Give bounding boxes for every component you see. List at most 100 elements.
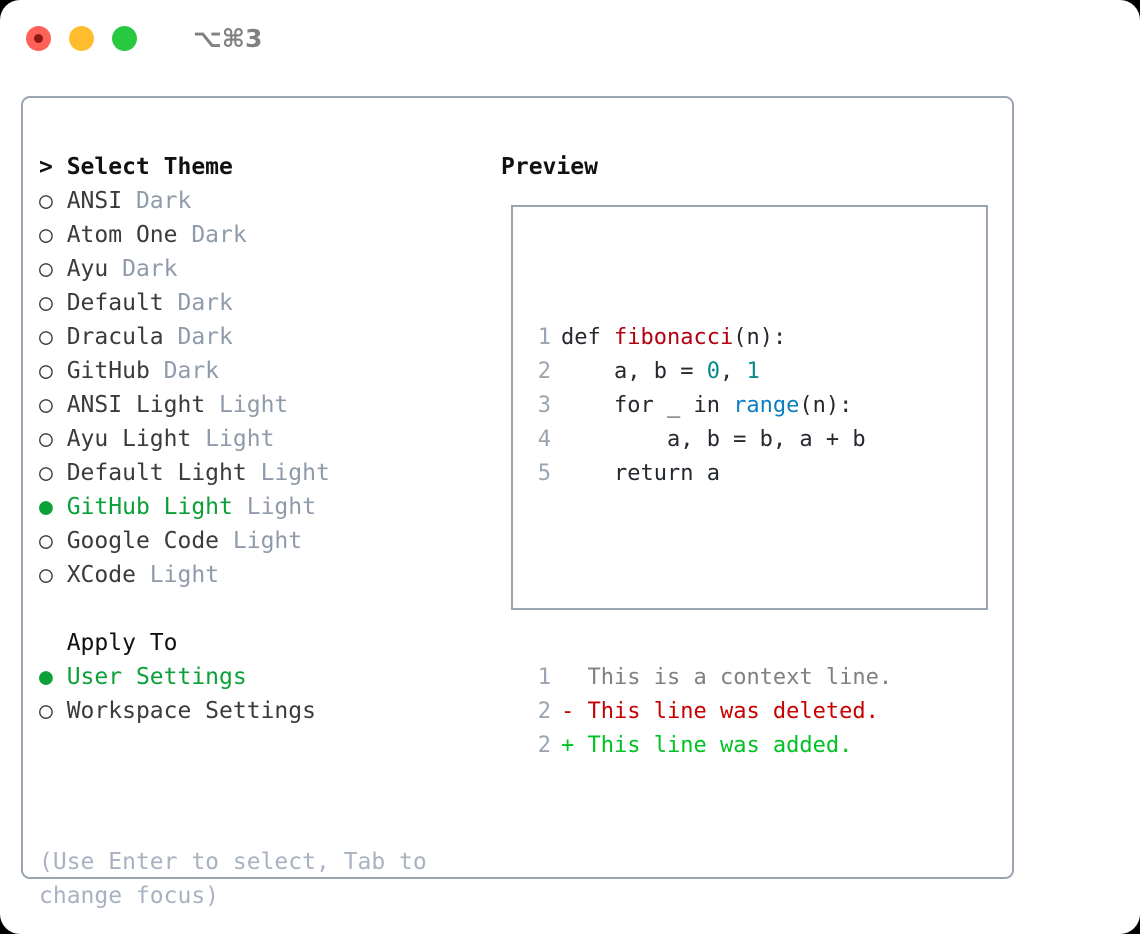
theme-option-label: Google Code (52, 528, 220, 554)
radio-icon: ○ (39, 290, 53, 316)
theme-option-google-code[interactable]: ○ Google Code Light (39, 524, 489, 558)
apply-to-header: Apply To (39, 630, 178, 656)
line-number: 2 (537, 359, 551, 384)
radio-icon: ○ (39, 562, 53, 588)
theme-variant-badge: Dark (149, 358, 220, 384)
line-number: 1 (537, 325, 551, 350)
radio-icon: ○ (39, 460, 53, 486)
apply-option-label: Workspace Settings (52, 698, 316, 724)
apply-to-list: ● User Settings○ Workspace Settings (39, 660, 489, 728)
radio-icon: ○ (39, 528, 53, 554)
radio-icon: ○ (39, 324, 53, 350)
theme-option-dracula[interactable]: ○ Dracula Dark (39, 320, 489, 354)
code-line: 3 for _ in range(n): (529, 389, 892, 423)
radio-icon: ○ (39, 392, 53, 418)
theme-list: ○ ANSI Dark○ Atom One Dark○ Ayu Dark○ De… (39, 184, 489, 592)
theme-variant-badge: Dark (163, 324, 233, 350)
line-number: 5 (537, 461, 551, 486)
code-token: return a (561, 461, 720, 486)
code-token: fibonacci (613, 325, 734, 350)
code-token: def (561, 325, 614, 350)
title-bar: ⌥⌘3 (0, 0, 1140, 76)
theme-variant-badge: Light (246, 460, 330, 486)
theme-option-default-light[interactable]: ○ Default Light Light (39, 456, 489, 490)
main-panel: > Select Theme ○ ANSI Dark○ Atom One Dar… (21, 96, 1014, 909)
code-token: for _ in (561, 393, 734, 418)
theme-option-label: Dracula (52, 324, 164, 350)
code-token: range (733, 393, 800, 418)
minimize-button[interactable] (69, 25, 94, 51)
diff-marker: + (561, 733, 588, 758)
line-number: 2 (537, 733, 551, 758)
theme-variant-badge: Dark (177, 222, 247, 248)
theme-variant-badge: Light (135, 562, 220, 588)
diff-line: 2- This line was deleted. (529, 695, 892, 729)
apply-option-label: User Settings (52, 664, 247, 690)
theme-option-label: Ayu Light (52, 426, 192, 452)
code-line: 2 a, b = 0, 1 (529, 355, 892, 389)
preview-column: Preview (501, 150, 1001, 184)
theme-variant-badge: Light (219, 528, 303, 554)
diff-text: This line was added. (587, 733, 853, 758)
code-token: 0 (706, 359, 720, 384)
theme-option-ayu[interactable]: ○ Ayu Dark (39, 252, 489, 286)
code-token: a, b = (561, 359, 707, 384)
line-number: 4 (537, 427, 551, 452)
theme-option-label: XCode (52, 562, 136, 588)
radio-selected-icon: ● (39, 664, 53, 690)
theme-option-xcode[interactable]: ○ XCode Light (39, 558, 489, 592)
close-button[interactable] (26, 25, 51, 51)
theme-option-label: ANSI (52, 188, 123, 214)
code-gap (529, 559, 892, 593)
theme-option-github[interactable]: ○ GitHub Dark (39, 354, 489, 388)
theme-variant-badge: Light (232, 494, 316, 520)
theme-option-label: ANSI Light (52, 392, 206, 418)
line-number: 3 (537, 393, 551, 418)
theme-option-label: GitHub (52, 358, 150, 384)
apply-option-user-settings[interactable]: ● User Settings (39, 660, 489, 694)
theme-option-label: Atom One (52, 222, 178, 248)
radio-icon: ○ (39, 222, 53, 248)
theme-option-ansi[interactable]: ○ ANSI Dark (39, 184, 489, 218)
diff-marker: - (561, 699, 588, 724)
list-spacer (39, 592, 489, 626)
code-line: 4 a, b = b, a + b (529, 423, 892, 457)
theme-variant-badge: Dark (122, 188, 192, 214)
diff-line: 2 + This line was added. (529, 729, 892, 763)
theme-option-label: Ayu (52, 256, 109, 282)
code-line: 5 return a (529, 457, 892, 491)
theme-option-atom-one[interactable]: ○ Atom One Dark (39, 218, 489, 252)
apply-option-workspace-settings[interactable]: ○ Workspace Settings (39, 694, 489, 728)
radio-selected-icon: ● (39, 494, 53, 520)
code-token: , (719, 359, 747, 384)
line-number: 1 (537, 665, 551, 690)
theme-option-default[interactable]: ○ Default Dark (39, 286, 489, 320)
theme-variant-badge: Dark (108, 256, 178, 282)
code-token: 1 (746, 359, 760, 384)
diff-lines: 1 This is a context line.2- This line wa… (529, 661, 892, 763)
radio-icon: ○ (39, 188, 53, 214)
keyboard-shortcut-label: ⌥⌘3 (193, 23, 263, 53)
zoom-button[interactable] (112, 25, 137, 51)
line-number: 2 (537, 699, 551, 724)
code-token: a, b = b, a + b (561, 427, 866, 452)
diff-text: This line was deleted. (587, 699, 879, 724)
panel-columns: > Select Theme ○ ANSI Dark○ Atom One Dar… (23, 98, 1012, 909)
theme-option-label: Default Light (52, 460, 247, 486)
theme-selector-column: > Select Theme ○ ANSI Dark○ Atom One Dar… (39, 150, 489, 728)
diff-line: 1 This is a context line. (529, 661, 892, 695)
diff-text: This is a context line. (587, 665, 893, 690)
keyboard-hint-text: (Use Enter to select, Tab to change focu… (39, 849, 441, 909)
theme-option-ayu-light[interactable]: ○ Ayu Light Light (39, 422, 489, 456)
theme-variant-badge: Light (191, 426, 275, 452)
preview-title: Preview (501, 154, 598, 180)
theme-option-label: GitHub Light (52, 494, 233, 520)
radio-icon: ○ (39, 358, 53, 384)
diff-marker (561, 665, 588, 690)
theme-option-ansi-light[interactable]: ○ ANSI Light Light (39, 388, 489, 422)
theme-option-github-light[interactable]: ● GitHub Light Light (39, 490, 489, 524)
